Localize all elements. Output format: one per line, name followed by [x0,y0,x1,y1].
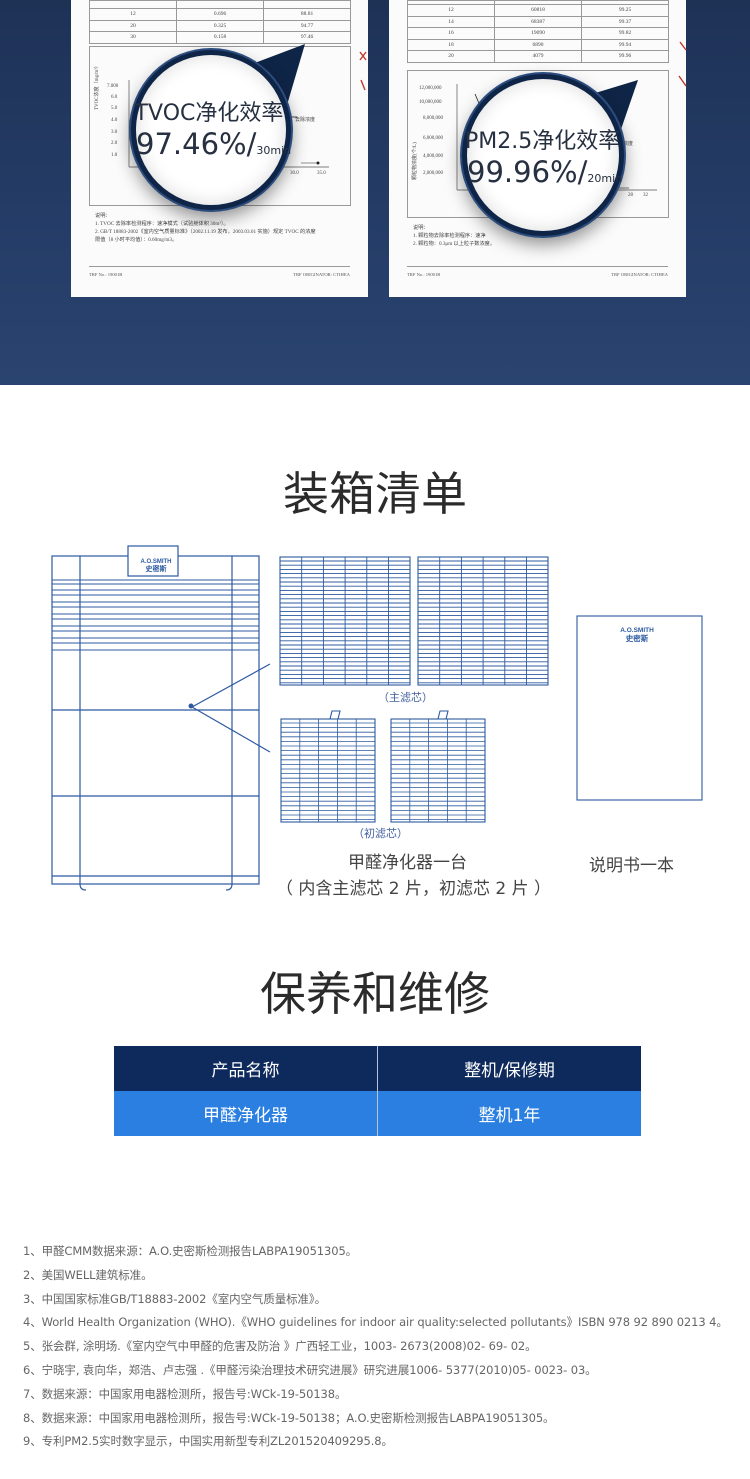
report-banner: 12 0.696 88.81 20 0.325 94.77 30 0.158 9… [0,0,750,385]
table-cell: 6890 [494,38,582,51]
y-tick: 1.0 [111,153,118,158]
table-cell: 97.46 [263,31,351,44]
list-item: 8、数据来源：中国家用电器检测所，报告号:WCk-19-50138；A.O.史密… [23,1410,555,1425]
legend-label: 浓度 [623,142,634,147]
table-row: 20 0.325 94.77 [89,19,351,32]
table-cell: 甲醛净化器 [114,1091,378,1136]
manual-caption: 说明书一本 [589,856,674,876]
table-row: 12 0.696 88.81 [89,8,351,21]
table-row: 16 19090 99.82 [407,27,669,40]
report-footer: TRF No.: 19001B TRF ORIGINATOR: CTIHEA [407,272,668,277]
table-cell: 99.96 [581,50,669,63]
purifier-logo: A.O.SMITH 史密斯 [140,559,172,573]
red-seal-fragment [678,41,687,87]
callout-dot [188,703,194,709]
table-row: 12 60818 99.25 [407,4,669,17]
y-tick: 6,000,000 [423,136,443,141]
table-cell: 18 [407,38,495,51]
divider [89,266,350,267]
warranty-table: 产品名称 整机/保修期 甲醛净化器 整机1年 [114,1046,641,1136]
table-cell: 99.82 [581,27,669,40]
y-tick: 4,000,000 [423,154,443,159]
report-notes: 说明： 1. 颗粒物去除率检测程序：速净 2. 颗粒物：0.3μm 以上粒子数浓… [413,225,496,247]
divider [407,266,668,267]
y-tick: 12,000,000 [419,86,442,91]
table-row [89,0,351,9]
packing-illustration [51,545,703,891]
purifier-drawing [51,545,271,891]
purifier-contents: （ 内含主滤芯 2 片，初滤芯 2 片 ） [276,879,552,899]
pm25-data-table: 12 60818 99.25 14 68387 99.37 16 19090 9… [407,0,669,63]
column-header: 整机/保修期 [377,1046,641,1091]
table-row: 14 68387 99.37 [407,15,669,28]
report-footer: TRF No.: 19001B TRF ORIGINATOR: CTIHEA [89,272,350,277]
packing-list-title: 装箱清单 [283,467,467,521]
table-cell: 60818 [494,4,582,17]
maintenance-title: 保养和维修 [260,967,490,1021]
legend-label: 去除浓度 [295,118,316,123]
purifier-caption: 甲醛净化器一台 [348,853,467,873]
x-tick: 35.0 [317,171,326,176]
magnifier-pointers [252,44,638,138]
table-cell: 19090 [494,27,582,40]
pre-filter-label: （初滤芯） [353,827,408,840]
table-row: 30 0.158 97.46 [89,31,351,44]
y-tick: 2,000,000 [423,171,443,176]
table-row: 甲醛净化器 整机1年 [114,1091,641,1136]
x-tick: 28 [628,193,633,198]
y-tick: 4.0 [111,118,118,123]
y-tick: 5.0 [111,106,118,111]
reference-list: 1、甲醛CMM数据来源：A.O.史密斯检测报告LABPA19051305。 2、… [23,1240,743,1454]
table-cell: 99.94 [581,38,669,51]
list-item: 9、专利PM2.5实时数字显示，中国实用新型专利ZL201520409295.8… [23,1434,393,1449]
table-row: 18 6890 99.94 [407,38,669,51]
table-cell: 整机1年 [377,1091,641,1136]
x-tick: 30.0 [290,171,299,176]
manual-logo: A.O.SMITH 史密斯 [620,627,654,643]
pm25-magnifier: PM2.5净化效率 99.96%/20min [462,74,624,236]
table-cell: 99.25 [581,4,669,17]
table-cell: 4079 [494,50,582,63]
red-seal-fragment [359,51,367,91]
lens-title: PM2.5净化效率 [465,129,621,154]
table-cell: 12 [407,4,495,17]
manual-drawing [576,615,703,801]
list-item: 7、数据来源：中国家用电器检测所，报告号:WCk-19-50138。 [23,1386,347,1401]
column-header: 产品名称 [114,1046,378,1091]
list-item: 6、宁晓宇, 袁向华，郑浩、卢志强 .《甲醛污染治理技术研究进展》研究进展100… [23,1362,597,1377]
pre-filter-drawing [280,710,486,823]
lens-value: 97.46%/30min [136,127,292,161]
list-item: 5、张会群, 涂明场.《室内空气中甲醛的危害及防治 》广西轻工业，1003- 2… [23,1339,537,1354]
tvoc-data-table: 12 0.696 88.81 20 0.325 94.77 30 0.158 9… [89,0,351,44]
x-tick: 32 [643,193,648,198]
table-cell: 0.158 [176,31,264,44]
y-tick: 6.0 [111,95,118,100]
lens-title: TVOC净化效率 [134,101,284,126]
table-header-row: 产品名称 整机/保修期 [114,1046,641,1091]
y-tick: 7.000 [107,84,119,89]
tvoc-magnifier: TVOC净化效率 97.46%/30min [131,50,291,210]
list-item: 4、World Health Organization (WHO).《WHO g… [23,1315,728,1330]
table-row [407,0,669,5]
report-notes: 说明： 1. TVOC 去除率检测程序：速净模式（试验舱体积 30m³）。 2.… [95,213,316,243]
y-tick: 10,000,000 [419,100,442,105]
y-tick: 8,000,000 [423,116,443,121]
y-tick: 3.0 [111,130,118,135]
list-item: 1、甲醛CMM数据来源：A.O.史密斯检测报告LABPA19051305。 [23,1244,358,1258]
list-item: 2、美国WELL建筑标准。 [23,1267,153,1282]
list-item: 3、中国国家标准GB/T18883-2002《室内空气质量标准》。 [23,1291,326,1306]
y-tick: 2.0 [111,141,118,146]
lens-value: 99.96%/20min [467,155,623,189]
table-row: 20 4079 99.96 [407,50,669,63]
main-filter-label: （主滤芯） [378,691,433,704]
